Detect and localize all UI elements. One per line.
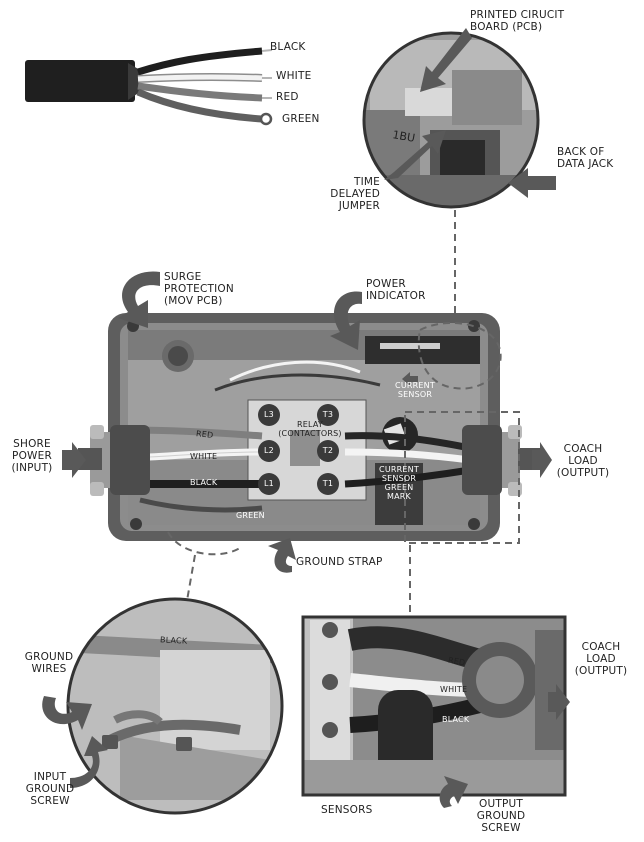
terminal-l2: L2	[264, 446, 274, 455]
data-jack-arrow	[508, 168, 556, 198]
label-ground-strap: GROUND STRAP	[296, 556, 383, 568]
label-sensors: SENSORS	[321, 804, 373, 816]
terminal-t2: T2	[322, 446, 334, 455]
terminal-l1: L1	[264, 479, 274, 488]
current-sensor-arrow	[402, 372, 418, 386]
label-box-green: GREEN	[236, 511, 265, 520]
ground-wires-arrow	[42, 696, 92, 730]
label-br-coach-load: COACH LOAD (OUTPUT)	[574, 641, 628, 677]
pcb-arrow	[420, 28, 472, 92]
br-coach-load-arrow	[548, 684, 570, 720]
terminal-t3: T3	[322, 410, 334, 419]
svg-text:1BU: 1BU	[391, 128, 416, 145]
sensor-detail-inset	[301, 615, 567, 797]
output-gland	[462, 425, 544, 496]
label-current-sensor-green-mark: CURRENT SENSOR GREEN MARK	[379, 465, 419, 501]
label-ground-wires: GROUND WIRES	[24, 651, 74, 675]
power-indicator-arrow	[330, 291, 362, 350]
terminal-l3: L3	[264, 410, 274, 419]
surge-arrow	[118, 271, 160, 328]
dashed-highlights	[167, 322, 520, 617]
shore-power-arrow	[62, 442, 86, 478]
label-back-of-data-jack: BACK OF DATA JACK	[557, 146, 614, 170]
output-ground-screw-arrow	[439, 776, 468, 808]
label-red-wire: RED	[276, 91, 299, 103]
ground-detail-inset	[66, 597, 284, 815]
label-br-black: BLACK	[442, 715, 470, 724]
label-green-wire: GREEN	[282, 113, 320, 125]
label-time-delayed-jumper: TIME DELAYED JUMPER	[330, 176, 380, 212]
label-shore-power: SHORE POWER (INPUT)	[11, 438, 53, 474]
input-gland	[78, 425, 150, 496]
terminal-t1: T1	[322, 479, 334, 488]
junction-box	[108, 313, 500, 541]
label-output-ground-screw: OUTPUT GROUND SCREW	[476, 798, 526, 834]
label-black-wire: BLACK	[270, 41, 306, 53]
label-bl-black: BLACK	[159, 635, 188, 646]
jumper-arrow	[384, 130, 446, 180]
black-wire	[136, 47, 263, 76]
internal-wires	[129, 360, 471, 513]
label-current-sensor: CURRENT SENSOR	[395, 381, 435, 399]
label-box-white: WHITE	[190, 452, 218, 461]
callout-arrows	[42, 28, 570, 808]
label-coach-load: COACH LOAD (OUTPUT)	[556, 443, 610, 479]
label-power-indicator: POWER INDICATOR	[366, 278, 426, 302]
label-box-black: BLACK	[190, 478, 218, 487]
label-white-wire: WHITE	[276, 70, 312, 82]
label-pcb: PRINTED CIRUCIT BOARD (PCB)	[470, 9, 565, 33]
label-input-ground-screw: INPUT GROUND SCREW	[25, 771, 75, 807]
input-ground-screw-arrow	[70, 736, 108, 788]
green-wire	[136, 88, 263, 123]
label-relay: RELAY (CONTACTORS)	[278, 420, 342, 438]
red-wire	[137, 82, 263, 102]
label-surge-protection: SURGE PROTECTION (MOV PCB)	[164, 271, 234, 307]
terminals	[258, 404, 339, 495]
label-br-white: WHITE	[440, 685, 468, 694]
coach-load-arrow	[532, 442, 552, 478]
power-cable	[25, 47, 273, 126]
ground-strap-arrow	[268, 538, 296, 573]
label-box-red: RED	[195, 429, 214, 440]
